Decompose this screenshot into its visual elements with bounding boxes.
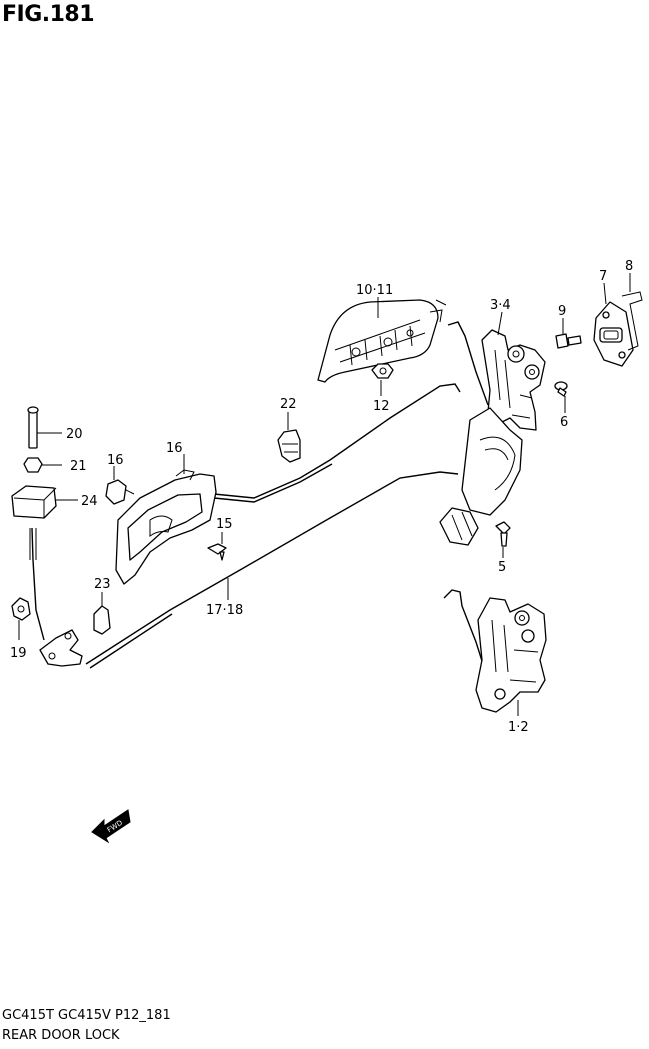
callout-3-4: 3·4 [490, 298, 511, 313]
bolt-5 [495, 521, 511, 547]
callout-17-18: 17·18 [206, 603, 243, 618]
callout-19: 19 [10, 646, 27, 661]
callout-16: 16 [107, 453, 124, 468]
callout-10-11: 10·11 [356, 283, 393, 298]
callout-20: 20 [66, 427, 83, 442]
cap-16 [105, 479, 127, 505]
callout-23: 23 [94, 577, 111, 592]
callout-15: 15 [216, 517, 233, 532]
callout-24: 24 [81, 494, 98, 509]
callout-6: 6 [560, 415, 568, 430]
striker-7 [593, 301, 634, 367]
clip-23 [93, 605, 111, 635]
grommet-21 [23, 457, 43, 473]
leader-16b [125, 489, 135, 495]
callout-9: 9 [558, 304, 566, 319]
outside-handle [317, 299, 447, 383]
leader-7 [603, 282, 607, 305]
screw-15 [207, 543, 227, 561]
callout-13-14: 16 [166, 441, 183, 456]
clip-19 [11, 597, 31, 621]
callout-5: 5 [498, 560, 506, 575]
leader-3-4 [497, 311, 503, 336]
shim-8 [621, 291, 643, 351]
callout-21: 21 [70, 459, 87, 474]
model-line: GC415T GC415V P12_181 [2, 1008, 171, 1023]
lock-assembly-lower [443, 589, 547, 713]
lock-rod [29, 527, 83, 667]
callout-12: 12 [373, 399, 390, 414]
nut-12 [371, 363, 394, 379]
callout-1-2: 1·2 [508, 720, 529, 735]
callout-22: 22 [280, 397, 297, 412]
inside-handle [115, 469, 217, 585]
lock-assembly-upper [439, 321, 546, 546]
clip-22 [277, 429, 301, 463]
knob-20 [27, 406, 39, 449]
figure-title: FIG.181 [2, 2, 95, 27]
bolt-9 [555, 333, 582, 349]
callout-8: 8 [625, 259, 633, 274]
figure-name: REAR DOOR LOCK [2, 1028, 120, 1043]
screw-6 [554, 381, 568, 397]
callout-7: 7 [599, 269, 607, 284]
rods-17-18 [85, 383, 461, 669]
pad-24 [11, 485, 57, 519]
forward-arrow-icon: FWD [91, 809, 131, 844]
